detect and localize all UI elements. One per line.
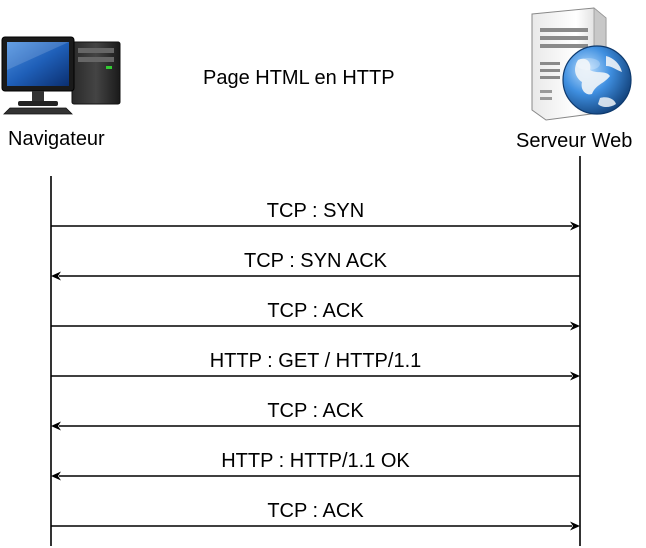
message-label: TCP : SYN <box>266 200 365 222</box>
message-label: TCP : ACK <box>267 500 364 522</box>
message-arrow-head <box>570 221 580 231</box>
message-label: TCP : SYN ACK <box>243 250 388 272</box>
message-arrow-head <box>51 471 61 481</box>
message-arrow-head <box>570 371 580 381</box>
message-label: TCP : ACK <box>267 400 364 422</box>
message-label: HTTP : HTTP/1.1 OK <box>221 450 410 472</box>
client-label: Navigateur <box>8 128 105 150</box>
message-arrow-head <box>51 421 61 431</box>
message-label: TCP : ACK <box>267 300 364 322</box>
message-label: HTTP : GET / HTTP/1.1 <box>209 350 422 372</box>
diagram-title: Page HTML en HTTP <box>203 67 395 89</box>
server-label: Serveur Web <box>516 130 633 152</box>
message-arrow-head <box>51 271 61 281</box>
message-arrow-head <box>570 321 580 331</box>
message-arrow-head <box>570 521 580 531</box>
